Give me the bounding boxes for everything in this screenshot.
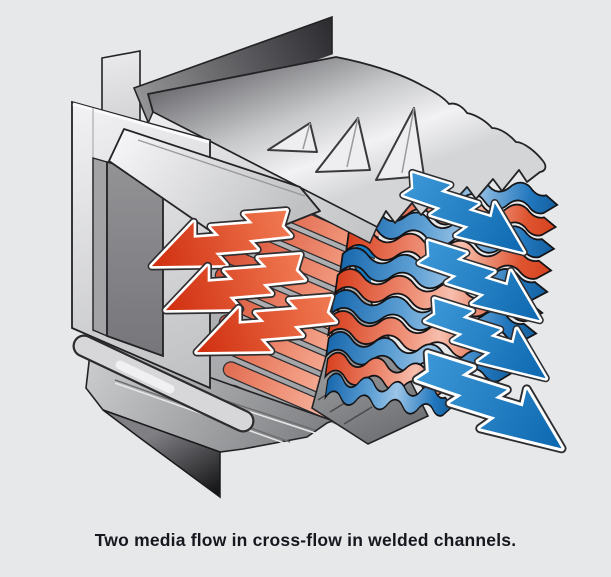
- frame-sill-highlight: [115, 360, 175, 394]
- bottom-skirt: [102, 409, 221, 499]
- plate-dimples: [267, 107, 425, 181]
- diagonal-bar-fold: [137, 139, 306, 197]
- plate-dimple-folds: [302, 107, 415, 174]
- front-frame: [71, 100, 255, 433]
- dimple-triangle: [315, 117, 371, 173]
- dimple-triangle: [375, 107, 425, 181]
- frame-opening-reveal: [92, 157, 108, 338]
- frame-top-highlight: [72, 102, 210, 144]
- figure-caption: Two media flow in cross-flow in welded c…: [94, 530, 517, 550]
